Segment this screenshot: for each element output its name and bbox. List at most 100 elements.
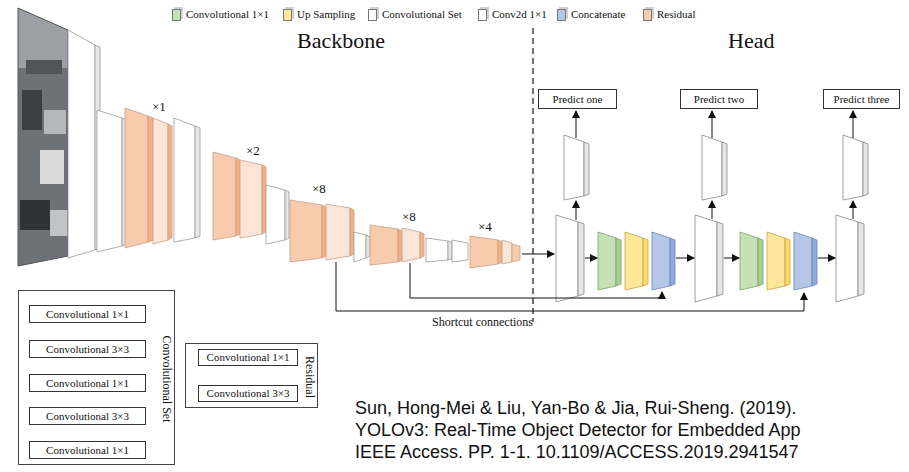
backbone-layers xyxy=(148,116,153,242)
citation-line: IEEE Access. PP. 1-1. 10.1109/ACCESS.201… xyxy=(355,442,799,463)
backbone-layers xyxy=(97,110,122,252)
layer-box: Convolutional 1×1 xyxy=(29,374,146,392)
panel-title: Residual xyxy=(302,356,315,398)
backbone-layers xyxy=(420,232,424,258)
head-layers xyxy=(625,232,643,290)
shortcut-lines xyxy=(336,262,804,311)
backbone-layers xyxy=(398,229,402,262)
legend-label: Up Sampling xyxy=(297,8,355,21)
flow-arrows xyxy=(712,201,713,219)
group-panel: Convolutional SetConvolutional 1×1Convol… xyxy=(18,290,175,465)
backbone-layers xyxy=(290,200,322,262)
legend-swatch xyxy=(643,9,652,21)
citation-line: Sun, Hong-Mei & Liu, Yan-Bo & Jia, Rui-S… xyxy=(355,398,797,419)
input-image xyxy=(18,8,68,266)
input-image xyxy=(20,200,50,230)
legend-label: Convolutional Set xyxy=(382,8,462,21)
head-layers xyxy=(643,238,648,286)
backbone-layers xyxy=(448,241,452,260)
legend-label: Concatenate xyxy=(571,8,625,21)
head-layers xyxy=(616,238,621,286)
legend-swatch xyxy=(368,9,377,21)
legend-swatch xyxy=(283,9,292,21)
legend-swatch xyxy=(478,9,487,21)
line-label: Shortcut connections xyxy=(432,316,533,330)
head-layers xyxy=(556,135,868,302)
head-layers xyxy=(556,215,578,302)
backbone-layers xyxy=(262,165,266,234)
backbone-layers xyxy=(370,225,398,265)
flow-arrows xyxy=(576,201,577,220)
divider-line xyxy=(533,28,534,322)
repeat-count: ×8 xyxy=(402,210,416,225)
divider-line xyxy=(532,28,533,322)
citation-line: YOLOv3: Real-Time Object Detector for Em… xyxy=(355,420,801,441)
backbone-layers xyxy=(322,205,326,258)
backbone-layers xyxy=(470,236,498,268)
output-box: Predict three xyxy=(823,89,900,109)
backbone-layers xyxy=(502,240,512,264)
box-label: Convolutional 3×3 xyxy=(207,387,290,399)
backbone-layers xyxy=(452,240,468,262)
head-layers xyxy=(578,222,584,296)
input-image xyxy=(26,60,62,74)
head-layers xyxy=(858,222,864,296)
shortcut-lines xyxy=(336,262,804,311)
flow-arrows xyxy=(576,111,577,138)
head-layers xyxy=(695,215,717,302)
head-layers xyxy=(843,135,863,200)
input-image xyxy=(50,210,68,236)
backbone-layers xyxy=(195,126,200,238)
backbone-layers xyxy=(326,204,350,260)
backbone-layers xyxy=(366,235,370,258)
backbone-layers xyxy=(426,238,448,262)
backbone-layers xyxy=(350,208,354,256)
legend-label: Residual xyxy=(657,8,696,21)
box-label: Convolutional 3×3 xyxy=(46,410,129,422)
layer-box: Convolutional 1×1 xyxy=(29,441,146,459)
section-title: Backbone xyxy=(297,28,385,53)
panel-title: Convolutional Set xyxy=(159,335,172,422)
head-layers xyxy=(584,142,589,196)
box-label: Predict one xyxy=(553,93,603,105)
box-label: Convolutional 3×3 xyxy=(46,343,129,355)
flow-arrows xyxy=(853,201,854,219)
output-box: Predict one xyxy=(538,89,617,109)
box-label: Convolutional 1×1 xyxy=(46,308,129,320)
box-label: Predict three xyxy=(834,93,890,105)
head-layers xyxy=(740,232,758,290)
backbone-layers xyxy=(68,30,520,268)
head-layers xyxy=(722,142,727,196)
head-layers xyxy=(794,232,812,290)
flow-arrows xyxy=(712,111,713,138)
backbone-layers xyxy=(402,228,420,262)
layer-box: Convolutional 3×3 xyxy=(29,407,146,425)
head-layers xyxy=(702,135,722,200)
backbone-layers xyxy=(125,108,148,248)
head-layers xyxy=(598,232,616,290)
head-layers xyxy=(863,142,868,196)
section-title: Head xyxy=(728,28,774,53)
backbone-layers xyxy=(498,240,502,264)
input-image xyxy=(18,8,68,266)
legend-label: Conv2d 1×1 xyxy=(492,8,547,21)
flow-arrows xyxy=(676,258,694,259)
input-image xyxy=(18,8,68,266)
flow-arrows xyxy=(585,258,597,259)
input-image xyxy=(22,90,42,130)
input-image xyxy=(18,8,68,236)
box-label: Predict two xyxy=(694,93,744,105)
box-label: Convolutional 1×1 xyxy=(46,377,129,389)
backbone-layers xyxy=(240,160,262,238)
repeat-count: ×4 xyxy=(478,220,492,235)
backbone-layers xyxy=(168,124,172,240)
head-layers xyxy=(564,135,584,200)
legend-swatch xyxy=(172,9,181,21)
backbone-layers xyxy=(236,158,240,236)
output-box: Predict two xyxy=(680,89,758,109)
head-layers xyxy=(670,238,675,286)
repeat-count: ×2 xyxy=(246,144,260,159)
head-layers xyxy=(836,215,858,302)
head-layers xyxy=(717,222,723,296)
flow-arrows xyxy=(522,111,853,258)
